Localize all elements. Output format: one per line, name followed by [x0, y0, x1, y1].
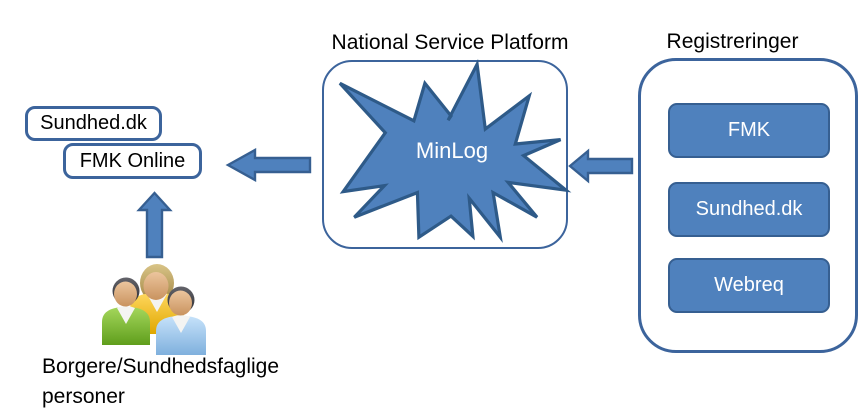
explosion-starburst-icon: [338, 59, 572, 243]
client-box-fmk-online: FMK Online: [63, 143, 202, 179]
person-green-icon: [102, 277, 150, 345]
registration-item-sundhed-dk: Sundhed.dk: [668, 182, 830, 237]
registrations-title: Registreringer: [666, 30, 799, 53]
registration-item-fmk: FMK: [668, 103, 830, 158]
platform-title: National Service Platform: [331, 31, 569, 54]
users-label-line1: Borgere/Sundhedsfaglige: [42, 355, 280, 378]
block-arrow-left-icon: [225, 147, 312, 183]
person-blue-icon: [156, 286, 206, 355]
three-people-icon: [102, 264, 206, 355]
minlog-label: MinLog: [415, 138, 489, 163]
block-arrow-up-icon: [136, 191, 173, 259]
users-label-line2: personer: [42, 385, 125, 408]
registration-item-webreq: Webreq: [668, 258, 830, 313]
block-arrow-left-icon: [568, 148, 634, 184]
users-label: Borgere/Sundhedsfaglige personer: [42, 352, 279, 412]
client-box-sundhed-dk: Sundhed.dk: [25, 106, 162, 141]
